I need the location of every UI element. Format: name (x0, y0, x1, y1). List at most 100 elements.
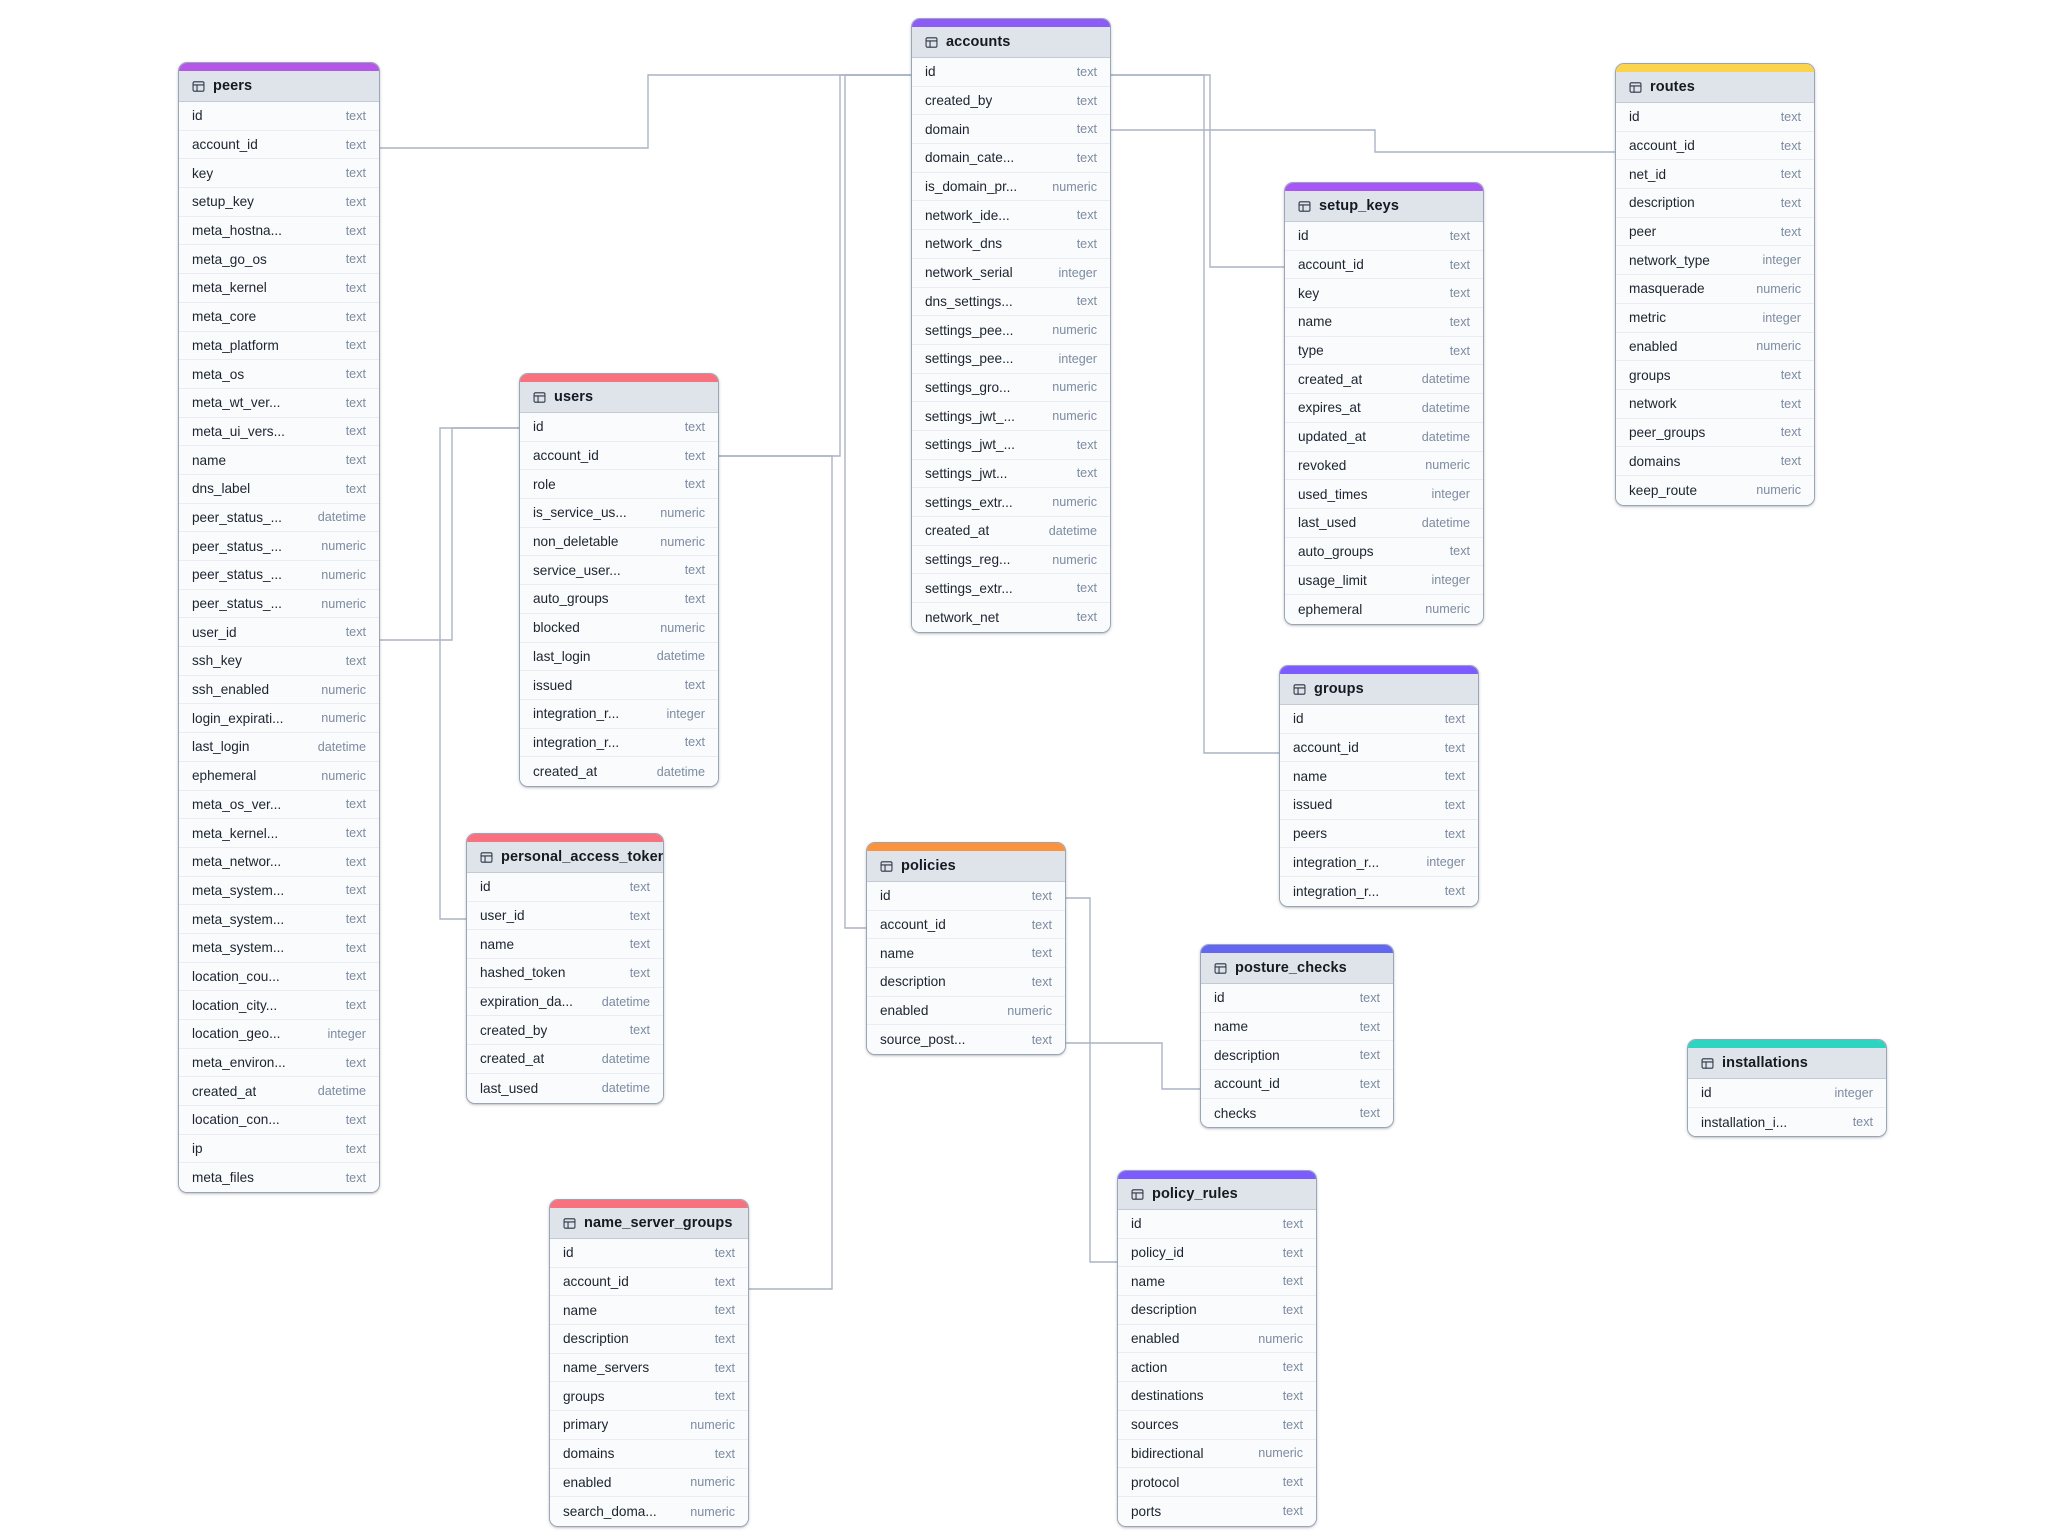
table-column-row[interactable]: settings_jwt_...text (912, 430, 1110, 460)
table-column-row[interactable]: settings_extr...text (912, 574, 1110, 604)
table-column-row[interactable]: service_user...text (520, 556, 718, 586)
table-column-row[interactable]: meta_networ...text (179, 847, 379, 877)
table-header[interactable]: posture_checks (1201, 953, 1393, 984)
table-column-row[interactable]: peer_status_...numeric (179, 561, 379, 590)
table-column-row[interactable]: login_expirati...numeric (179, 704, 379, 734)
table-column-row[interactable]: meta_os_ver...text (179, 790, 379, 820)
table-header[interactable]: installations (1688, 1048, 1886, 1079)
table-column-row[interactable]: settings_jwt...text (912, 459, 1110, 489)
table-column-row[interactable]: domain_cate...text (912, 144, 1110, 173)
table-column-row[interactable]: meta_wt_ver...text (179, 388, 379, 418)
table-column-row[interactable]: peer_status_...datetime (179, 503, 379, 533)
table-column-row[interactable]: settings_pee...numeric (912, 316, 1110, 345)
table-column-row[interactable]: meta_system...text (179, 933, 379, 963)
table-column-row[interactable]: installation_i...text (1688, 1107, 1886, 1137)
table-column-row[interactable]: settings_jwt_...numeric (912, 402, 1110, 431)
table-column-row[interactable]: source_post...text (867, 1025, 1065, 1055)
table-column-row[interactable]: settings_extr...numeric (912, 488, 1110, 517)
table-column-row[interactable]: is_domain_pr...numeric (912, 172, 1110, 202)
table-column-row[interactable]: integration_r...integer (520, 699, 718, 729)
table-column-row[interactable]: meta_hostna...text (179, 216, 379, 246)
table-header[interactable]: routes (1616, 72, 1814, 103)
table-header[interactable]: accounts (912, 27, 1110, 58)
table-column-row[interactable]: expiration_da...datetime (467, 987, 663, 1017)
table-column-row[interactable]: location_cou...text (179, 962, 379, 992)
